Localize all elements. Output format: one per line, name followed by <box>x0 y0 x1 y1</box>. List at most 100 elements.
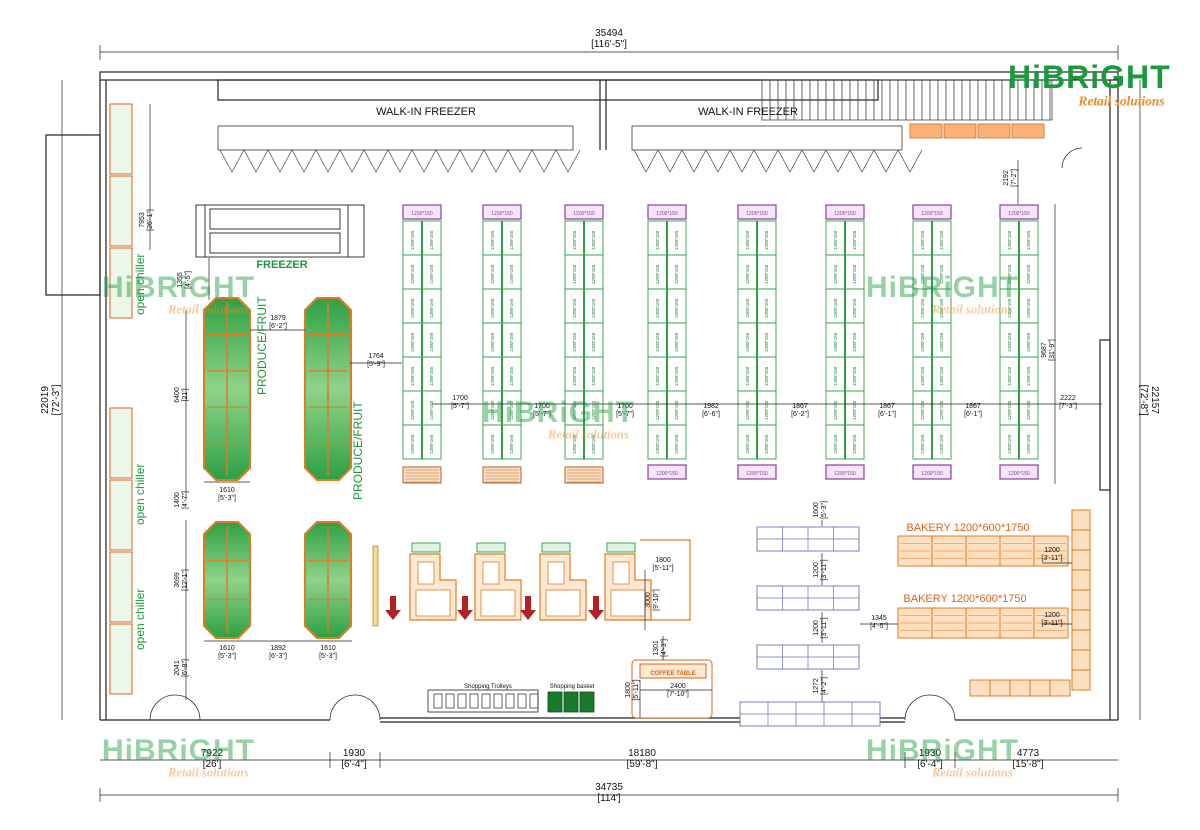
shelf-size-label: 1200*150 <box>1007 230 1012 250</box>
shelf-size-label: 1200*150 <box>655 434 660 454</box>
bakery-wall-unit <box>1029 679 1051 697</box>
mid-gondola <box>739 701 881 727</box>
dimension-mm: 1301 <box>653 640 660 656</box>
brand-name: HiBRiGHT <box>866 734 1019 767</box>
dimension-mm: 1867 <box>879 403 895 410</box>
shopping-basket-label: Shopping basket <box>550 684 595 690</box>
trolley <box>445 693 455 709</box>
freezer-door <box>411 149 437 173</box>
entrance-doors <box>149 147 1083 721</box>
shelf-size-label: 1200*150 <box>674 230 679 250</box>
shelf-size-label: 1200*150 <box>410 366 415 386</box>
dimension-mm: 2041 <box>174 660 181 676</box>
shelf-size-label: 1200*150 <box>764 332 769 352</box>
freezer-door <box>555 149 581 173</box>
coffee-table-label: COFFEE TABLE <box>650 671 696 677</box>
shelf-size-label: 1200*150 <box>1007 264 1012 284</box>
dimension-right_aisle_top: 2192[7'-2"] <box>1003 169 1018 187</box>
dimension-mm: 1610 <box>219 645 235 652</box>
dimension-coffee_depth: 1800[5'-11"] <box>625 679 640 700</box>
dimension-ft: [3'-11"] <box>821 617 828 638</box>
shelf-size-label: 1200*150 <box>509 434 514 454</box>
freezer-door <box>219 149 245 173</box>
dimension-mm: 22019 <box>40 386 51 414</box>
dimension-mm: 1355 <box>177 272 184 288</box>
dimension-ft: [3'-11"] <box>821 559 828 580</box>
shelf-size-label: 1200*150 <box>1026 264 1031 284</box>
bakery-wall-unit <box>1071 509 1091 531</box>
gondola-end-cap <box>402 204 442 220</box>
dimension-mm: 2400 <box>670 683 686 690</box>
walk-in-freezer-label-2: WALK-IN FREEZER <box>698 106 798 118</box>
dimension-mm: 1200 <box>1044 547 1060 554</box>
dimension-ft: [4'-5"] <box>185 271 192 289</box>
shelf-size-label: 1200*150 <box>490 298 495 318</box>
dimension-checkout_len: 3000[9'-10"] <box>645 589 660 611</box>
shelf-size-label: 1200*150 <box>852 230 857 250</box>
shelf-size-label: 1200*150 <box>745 434 750 454</box>
shelf-size-label: 1200*150 <box>833 332 838 352</box>
dimension-mm: 1800 <box>655 557 671 564</box>
shelf-size-label: 1200*150 <box>429 264 434 284</box>
shelf-size-label: 1200*150 <box>410 434 415 454</box>
bakery-label-1: BAKERY 1200*600*1750 <box>906 522 1029 534</box>
dimension-produce_gap2: 1892[6'-3"] <box>269 645 287 660</box>
freezer-door <box>267 149 293 173</box>
trolley <box>493 693 503 709</box>
dimension-produce_gap: 1879[6'-2"] <box>269 315 287 330</box>
dimension-door_2: 1930[6'-4"] <box>917 748 943 770</box>
shelf-size-label: 1200*150 <box>490 230 495 250</box>
shelf-size-label: 1200*150 <box>572 434 577 454</box>
dimension-ft: [5'-7"] <box>451 403 469 410</box>
gondola-end-label: 1200*150 <box>656 211 678 217</box>
dimension-ft: [5'-11"] <box>633 679 640 700</box>
dimension-top_total: 35494[116'-5"] <box>591 28 627 50</box>
dimension-produce_w3: 1610[5'-3"] <box>319 645 337 660</box>
checkout-belt <box>547 561 565 585</box>
dimension-checkout_gap: 1301[4'-3"] <box>653 639 668 657</box>
dimension-aisle_5: 1867[6'-2"] <box>791 403 809 418</box>
shelf-size-label: 1200*150 <box>939 400 944 420</box>
trolley <box>529 693 539 709</box>
dimension-mm: 3699 <box>174 572 181 588</box>
down-arrow-icon <box>520 596 536 620</box>
down-arrow-icon <box>385 596 401 620</box>
dimension-ft: [4'-7"] <box>182 491 189 509</box>
shelf-size-label: 1200*150 <box>833 230 838 250</box>
shopping-baskets <box>547 691 595 713</box>
checkout-belt <box>417 561 435 585</box>
bakery-wall-unit <box>1071 609 1091 631</box>
dimension-ft: [6'-6"] <box>702 411 720 418</box>
gondola-end-label: 1200*150 <box>746 211 768 217</box>
checkout-scanner <box>541 542 571 553</box>
dimension-ft: [26'-1"] <box>147 209 154 231</box>
dimension-ft: [15'-8"] <box>1012 759 1043 770</box>
dimension-bakery_right_2: 1200[3'-11"] <box>1041 612 1062 627</box>
freezer-door <box>777 149 803 173</box>
dimension-ft: [3'-11"] <box>1041 555 1062 562</box>
brand-name: HiBRiGHT <box>102 271 255 304</box>
gondola-end-label: 1200*150 <box>491 211 513 217</box>
shelf-size-label: 1200*150 <box>591 332 596 352</box>
checkout-bag-area <box>545 589 581 617</box>
freezer-door <box>507 149 533 173</box>
freezer-door <box>387 149 413 173</box>
dimension-ft: [5'-11"] <box>652 565 673 572</box>
freezer-door <box>459 149 485 173</box>
gondola-end-cap <box>912 464 952 480</box>
bakery-wall-unit <box>969 679 991 697</box>
shelf-size-label: 1200*150 <box>1007 366 1012 386</box>
shelf-size-label: 1200*150 <box>410 230 415 250</box>
down-arrow-icon <box>588 596 604 620</box>
produce-island <box>304 297 352 481</box>
dimension-aisle_1: 1700[5'-7"] <box>451 395 469 410</box>
dimension-mm: 1700 <box>617 403 633 410</box>
dimension-mm: 22157 <box>1149 386 1160 414</box>
gondola-end-cap <box>737 464 777 480</box>
shelf-size-label: 1200*150 <box>572 400 577 420</box>
shelf-size-label: 1200*150 <box>1026 298 1031 318</box>
